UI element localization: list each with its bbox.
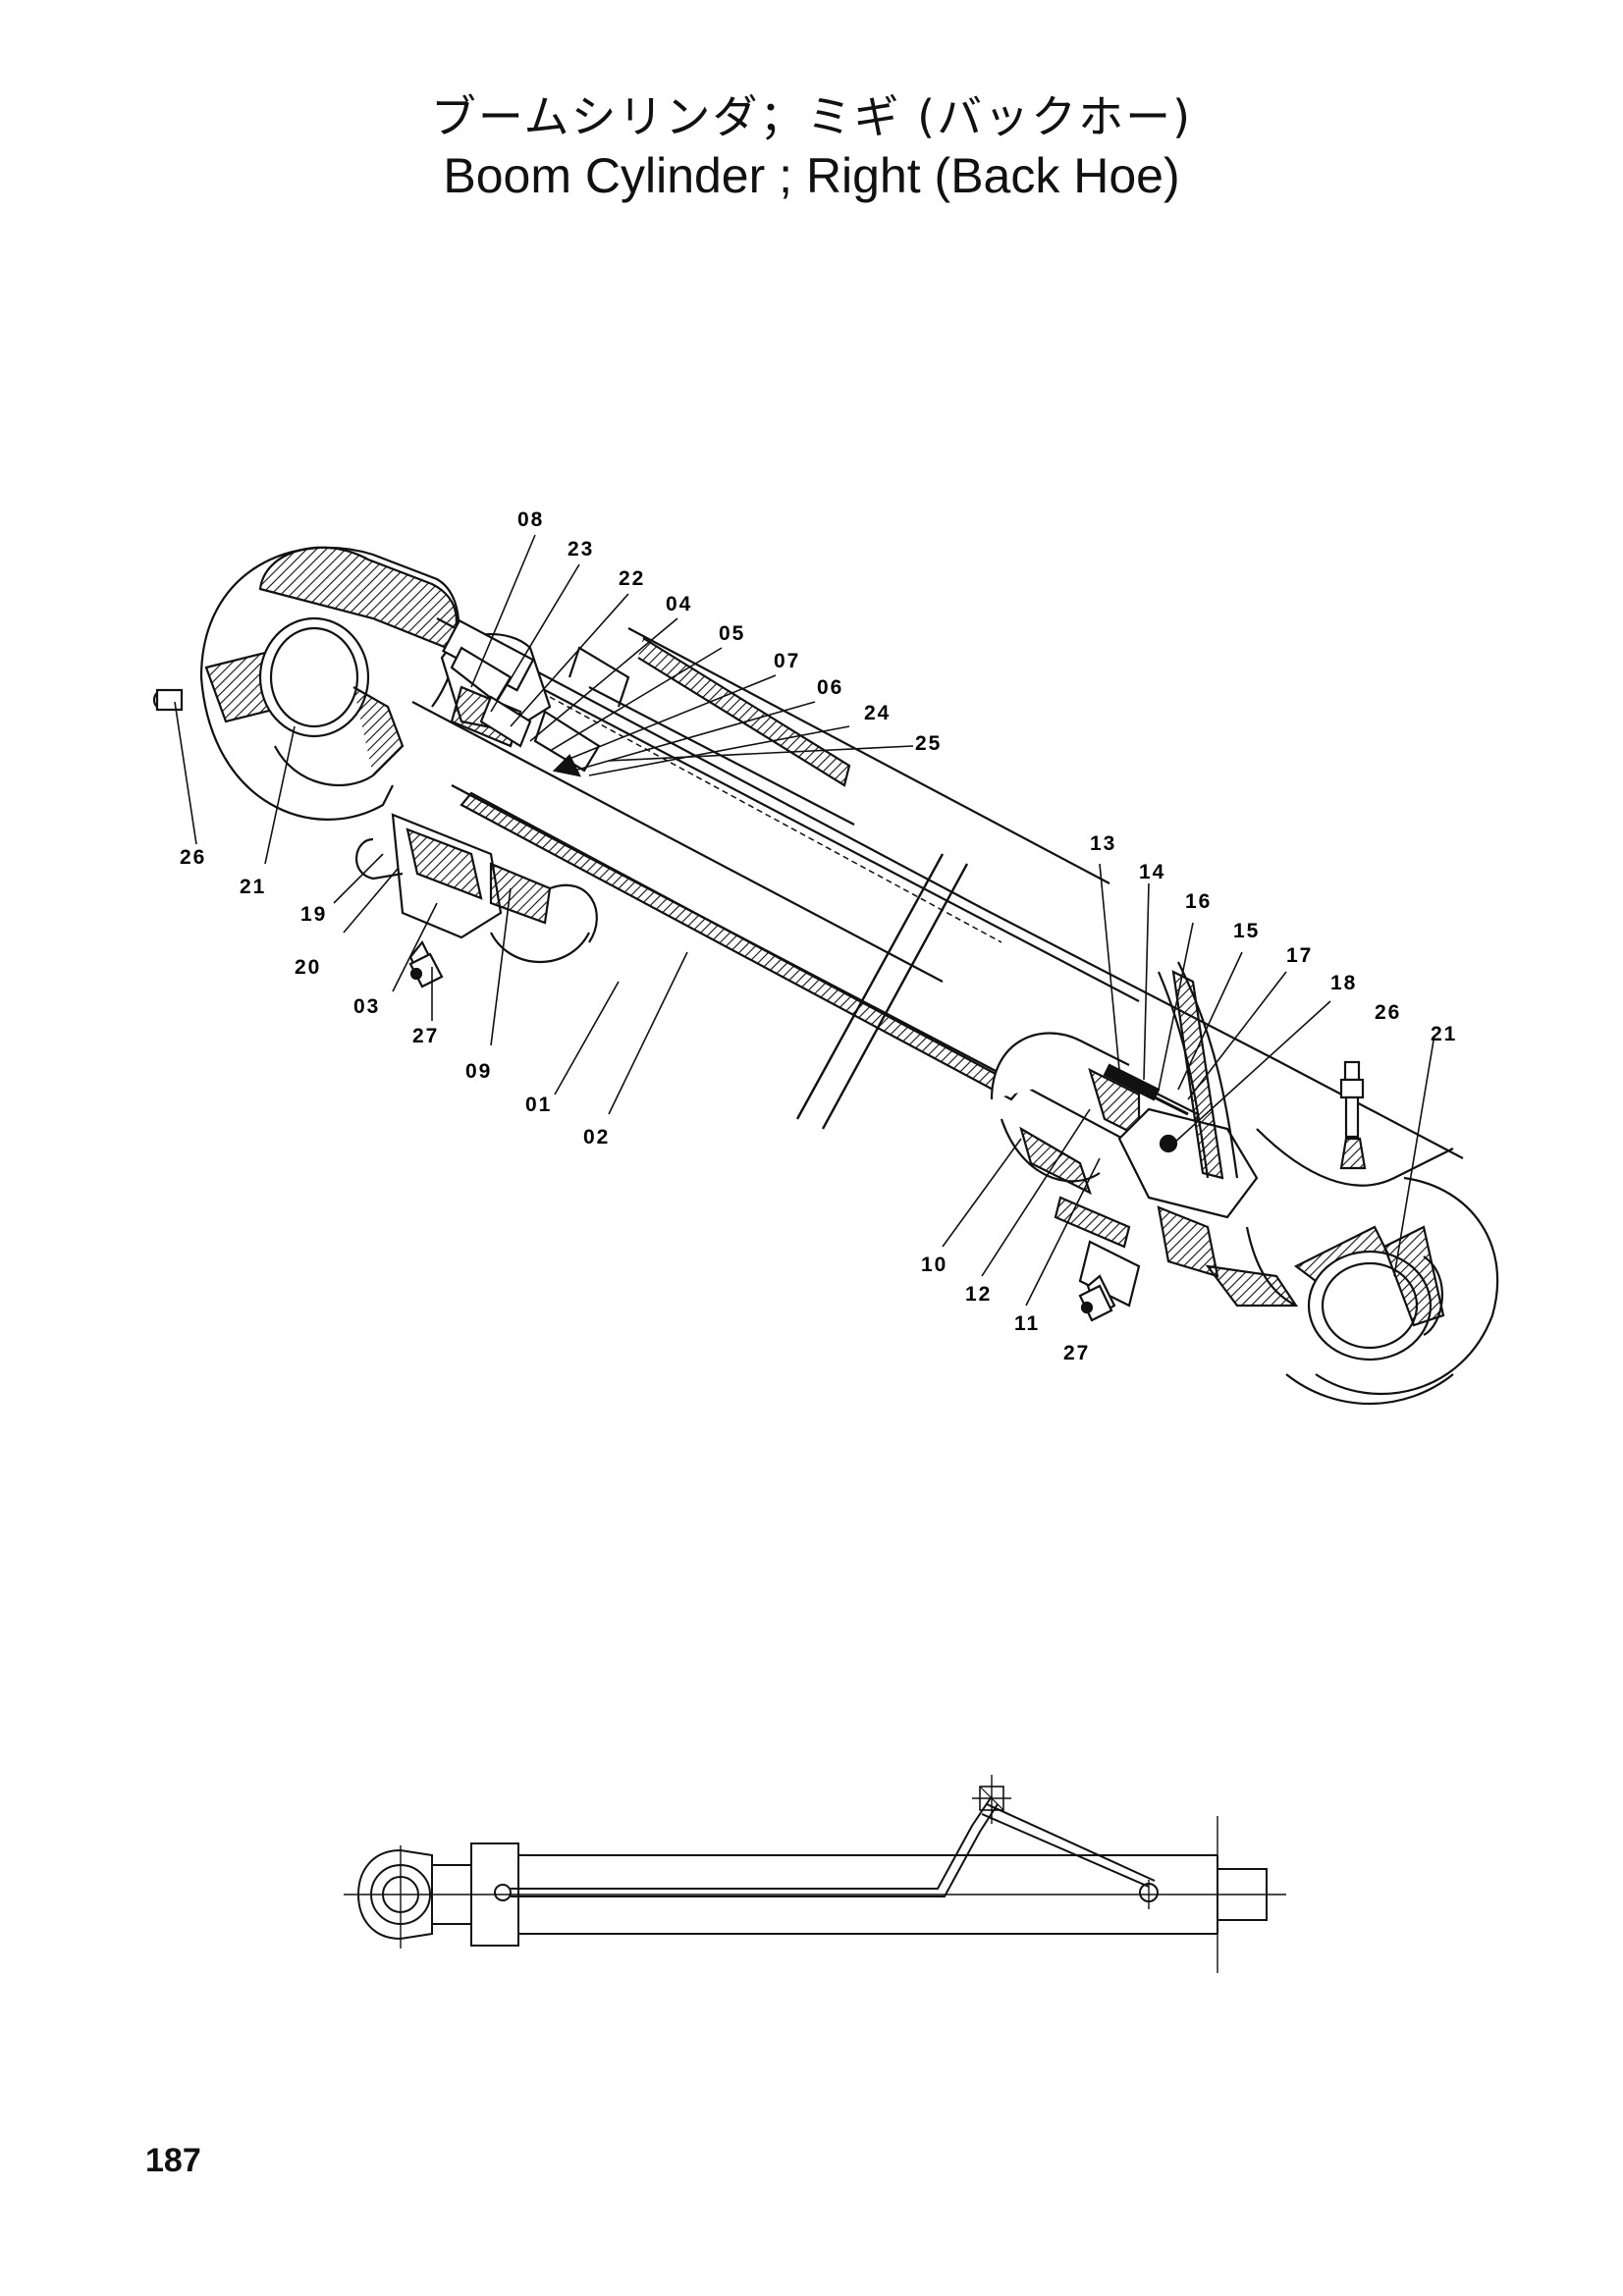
callout-20: 20 [295,956,321,979]
callout-17: 17 [1286,944,1313,967]
callout-26-left: 26 [180,846,206,869]
callout-25: 25 [915,732,942,755]
cylinder-tube [411,617,1464,1169]
leader-lines [174,534,1434,1307]
callout-07: 07 [774,650,800,672]
rod-end-eye [199,546,460,821]
callout-27-left: 27 [412,1025,439,1047]
callout-21-right: 21 [1431,1023,1457,1045]
grease-nipple-piston [1078,1284,1113,1322]
callout-10: 10 [921,1254,947,1276]
callout-labels: 08 23 22 04 05 07 06 24 25 26 21 19 20 0… [180,508,1457,1364]
callout-11: 11 [1014,1312,1040,1335]
callout-22: 22 [619,567,645,590]
callout-05: 05 [719,622,745,645]
callout-04: 04 [666,593,692,615]
callout-03: 03 [353,995,380,1018]
callout-16: 16 [1185,890,1212,913]
callout-01: 01 [525,1094,552,1116]
callout-26-right: 26 [1375,1001,1401,1024]
title-block: ブームシリンダ；ミギ (バックホー) Boom Cylinder ; Right… [0,88,1623,206]
page-number: 187 [145,2142,201,2179]
cylinder-isometric-view [152,546,1499,1405]
callout-21-left: 21 [240,876,266,898]
callout-06: 06 [817,676,843,699]
title-japanese: ブームシリンダ；ミギ (バックホー) [430,90,1193,143]
callout-08: 08 [517,508,544,531]
cylinder-side-view [344,1775,1286,1973]
callout-13: 13 [1090,832,1116,855]
callout-15: 15 [1233,920,1260,942]
head-fittings [450,637,851,787]
cylinder-bottom-eye [1157,961,1499,1405]
grease-nipple-right-eye [1339,1060,1367,1170]
callout-24: 24 [864,702,891,724]
grease-nipple-head [408,952,444,988]
callout-09: 09 [465,1060,492,1083]
callout-18: 18 [1330,972,1357,994]
title-english: Boom Cylinder ; Right (Back Hoe) [443,148,1180,203]
grease-nipple-left-eye [152,688,184,712]
callout-19: 19 [300,903,327,926]
callout-02: 02 [583,1126,610,1148]
callout-27-right: 27 [1063,1342,1090,1364]
callout-12: 12 [965,1283,992,1306]
callout-14: 14 [1139,861,1165,883]
callout-23: 23 [568,538,594,561]
